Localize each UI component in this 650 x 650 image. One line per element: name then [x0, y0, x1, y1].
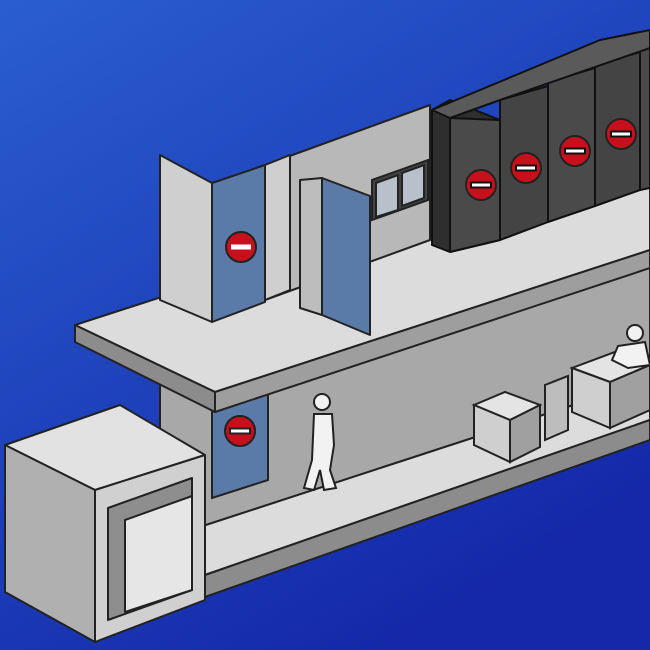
no-entry-sign-icon — [225, 231, 257, 263]
server-rack-icon — [639, 46, 650, 191]
server-rack-icon — [594, 51, 641, 207]
server-rack-icon — [431, 99, 501, 253]
person-icon — [302, 393, 338, 492]
open-cube — [4, 404, 206, 643]
upper-walls — [159, 104, 431, 336]
server-rack-icon — [499, 85, 549, 241]
no-entry-sign-icon — [224, 415, 256, 447]
person-icon — [610, 324, 650, 370]
server-rack-icon — [547, 67, 596, 223]
server-racks — [431, 29, 650, 253]
control-panel-icon — [371, 158, 429, 222]
